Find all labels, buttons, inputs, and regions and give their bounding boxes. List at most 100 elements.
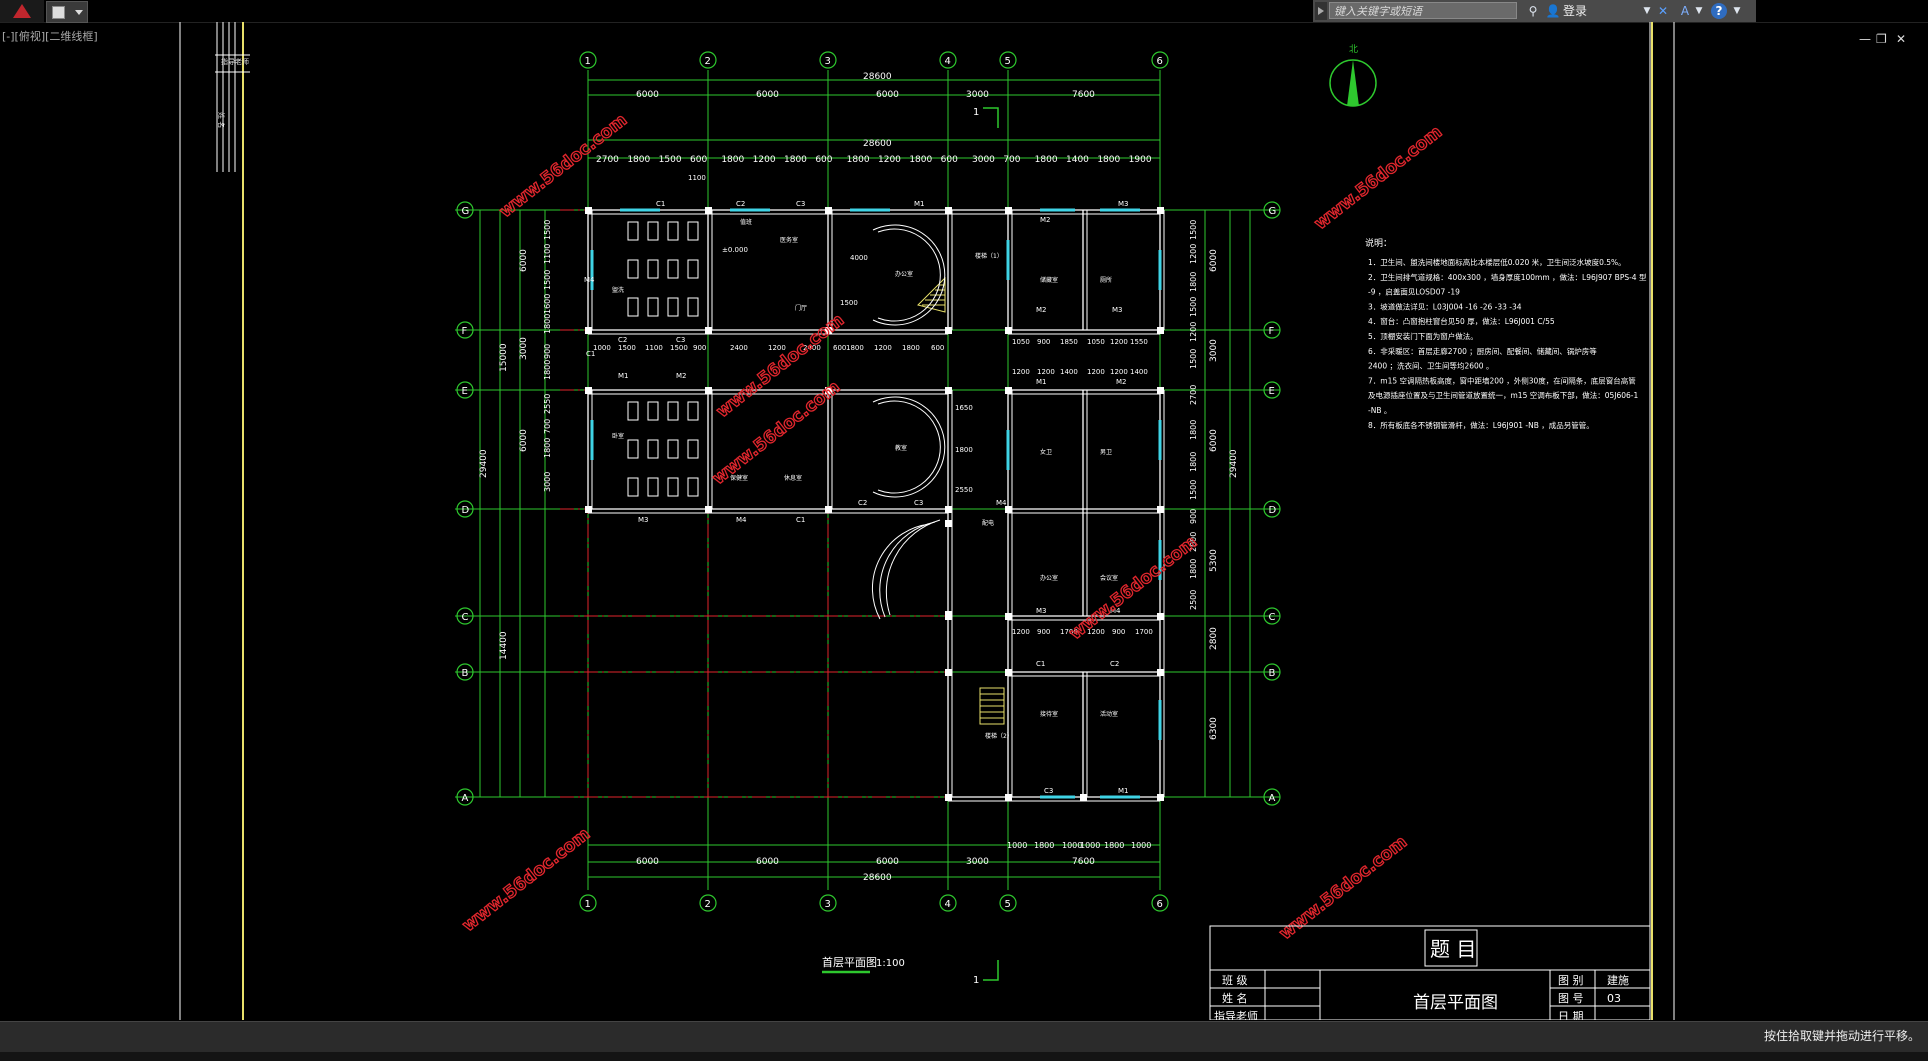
- dimension-text: 3000: [519, 337, 529, 360]
- axis-bubble-label: D: [462, 505, 470, 516]
- door-window-label: C1: [656, 200, 665, 208]
- chevron-down-icon[interactable]: ▼: [1733, 6, 1741, 16]
- dimension-text: 29400: [1229, 449, 1239, 478]
- column: [825, 506, 832, 513]
- dimension-text: 1500: [1189, 297, 1198, 317]
- column: [1157, 613, 1164, 620]
- minimize-icon[interactable]: —: [1859, 32, 1871, 46]
- dimension-text: 1000: [1062, 841, 1082, 850]
- autocad-logo-icon: [13, 4, 31, 18]
- binding-strip: [215, 22, 250, 172]
- autodesk-a360-icon[interactable]: A: [1680, 4, 1690, 18]
- axis-bubble: [456, 607, 474, 625]
- column: [585, 327, 592, 334]
- column: [1157, 387, 1164, 394]
- login-button[interactable]: 登录: [1563, 4, 1588, 18]
- dimension-text: 2550: [543, 394, 552, 414]
- axis-bubble: [1263, 321, 1281, 339]
- dimension-text: 900: [1112, 628, 1125, 636]
- dimension-text: 2550: [955, 486, 973, 494]
- room-label: 楼梯（1）: [975, 252, 1003, 260]
- axis-bubble: [456, 663, 474, 681]
- dimension-text: 1800: [543, 360, 552, 380]
- dimension-text: 1000: [1131, 841, 1151, 850]
- dimension-text: 1500: [1189, 349, 1198, 369]
- dimension-text: 6300: [1209, 717, 1219, 740]
- binoculars-icon[interactable]: ⚲: [1528, 4, 1538, 18]
- dimension-text: 1050: [1087, 338, 1105, 346]
- fixture: [627, 477, 639, 497]
- axis-bubble: [456, 381, 474, 399]
- dimension-text: 700: [1003, 155, 1020, 165]
- axis-bubble-label: 1: [585, 899, 591, 910]
- viewport-label[interactable]: [-][俯视][二维线框]: [2, 30, 98, 43]
- watermark-text: www.56doc.com: [496, 110, 631, 222]
- dimension-text: 1200: [1110, 338, 1128, 346]
- status-strip: [0, 1052, 1928, 1061]
- axis-bubble: [1263, 201, 1281, 219]
- side-text: 姓 名: [217, 112, 226, 128]
- dimension-text: 900: [1037, 628, 1050, 636]
- room-label: 办公室: [895, 270, 913, 278]
- axis-bubble: [999, 51, 1017, 69]
- axis-bubble-label: B: [462, 668, 469, 679]
- close-icon[interactable]: ✕: [1896, 32, 1907, 46]
- search-input[interactable]: 键入关键字或短语: [1329, 2, 1517, 19]
- building-walls: 盥洗卧室值班办公室教室储藏室厕所女卫男卫楼梯（1）楼梯（2）办公室会议室接待室活…: [584, 200, 1165, 802]
- column: [1157, 669, 1164, 676]
- axis-bubble-label: A: [462, 793, 469, 804]
- fixture: [627, 401, 639, 421]
- room-label: 储藏室: [1040, 276, 1058, 284]
- dimension-text: 1800: [1189, 420, 1198, 440]
- watermark-text: www.56doc.com: [1276, 832, 1411, 944]
- column: [705, 506, 712, 513]
- axis-bubble-label: 1: [585, 56, 591, 67]
- room-label: 门厅: [795, 304, 807, 312]
- fixture: [647, 221, 659, 241]
- dimension-text: 6000: [876, 90, 899, 100]
- note-line: 8．所有板底各不锈钢管滑杆，做法：L96J901 -NB ，成品另管管。: [1368, 420, 1594, 430]
- help-icon[interactable]: ?: [1711, 3, 1727, 19]
- dimension-text: 1800: [784, 155, 807, 165]
- axis-bubble: [1263, 607, 1281, 625]
- column: [1005, 387, 1012, 394]
- dimension-text: 900: [543, 344, 552, 359]
- note-line: 及电源插座位置及与卫生间管道放置统一，m15 空调布板下部，做法：05J606-…: [1368, 390, 1639, 400]
- dimension-text: 3000: [1209, 339, 1219, 362]
- dimension-text: 7600: [1072, 90, 1095, 100]
- chevron-down-icon: [75, 10, 83, 15]
- fixture: [647, 477, 659, 497]
- dimension-text: 1400: [1066, 155, 1089, 165]
- watermark-text: www.56doc.com: [459, 824, 594, 936]
- fixture: [687, 221, 699, 241]
- application-menu-button[interactable]: [0, 0, 44, 22]
- restore-icon[interactable]: ❐: [1876, 32, 1887, 46]
- dimension-text: 1200: [874, 344, 892, 352]
- dimension-text: 1200: [1087, 628, 1105, 636]
- note-line: -9 ，启盖面见LOSD07 -19: [1368, 287, 1460, 297]
- dimension-text: 6000: [636, 857, 659, 867]
- title-block-row-value: 建施: [1607, 973, 1629, 987]
- dimension-text: 1650: [955, 404, 973, 412]
- note-line: 7．m15 空调隔热板高度，窗中距墙200 ，外侧30度，在间隔条，底层窗台高管: [1368, 375, 1636, 385]
- title-block-row-value: 03: [1607, 992, 1621, 1005]
- room-label: 盥洗: [612, 286, 624, 294]
- dimension-text: 1200: [1012, 368, 1030, 376]
- axis-bubble-label: B: [1269, 668, 1276, 679]
- exchange-icon[interactable]: ✕: [1657, 4, 1669, 18]
- door-window-label: M3: [1118, 200, 1129, 208]
- chevron-down-icon[interactable]: ▼: [1643, 6, 1651, 16]
- title-block-row-label: 图 号: [1558, 992, 1584, 1005]
- dimension-text: 1800: [1034, 841, 1054, 850]
- axis-bubble-label: G: [462, 206, 470, 217]
- door-window-label: C3: [914, 499, 923, 507]
- chevron-down-icon[interactable]: ▼: [1695, 6, 1703, 16]
- dimension-text: 1400: [1060, 368, 1078, 376]
- workspace-icon: [52, 6, 65, 19]
- door-window-label: C3: [676, 336, 685, 344]
- expand-icon[interactable]: [1315, 2, 1327, 20]
- axis-bubble: [579, 894, 597, 912]
- column: [945, 387, 952, 394]
- quick-access-toolbar[interactable]: [46, 1, 88, 23]
